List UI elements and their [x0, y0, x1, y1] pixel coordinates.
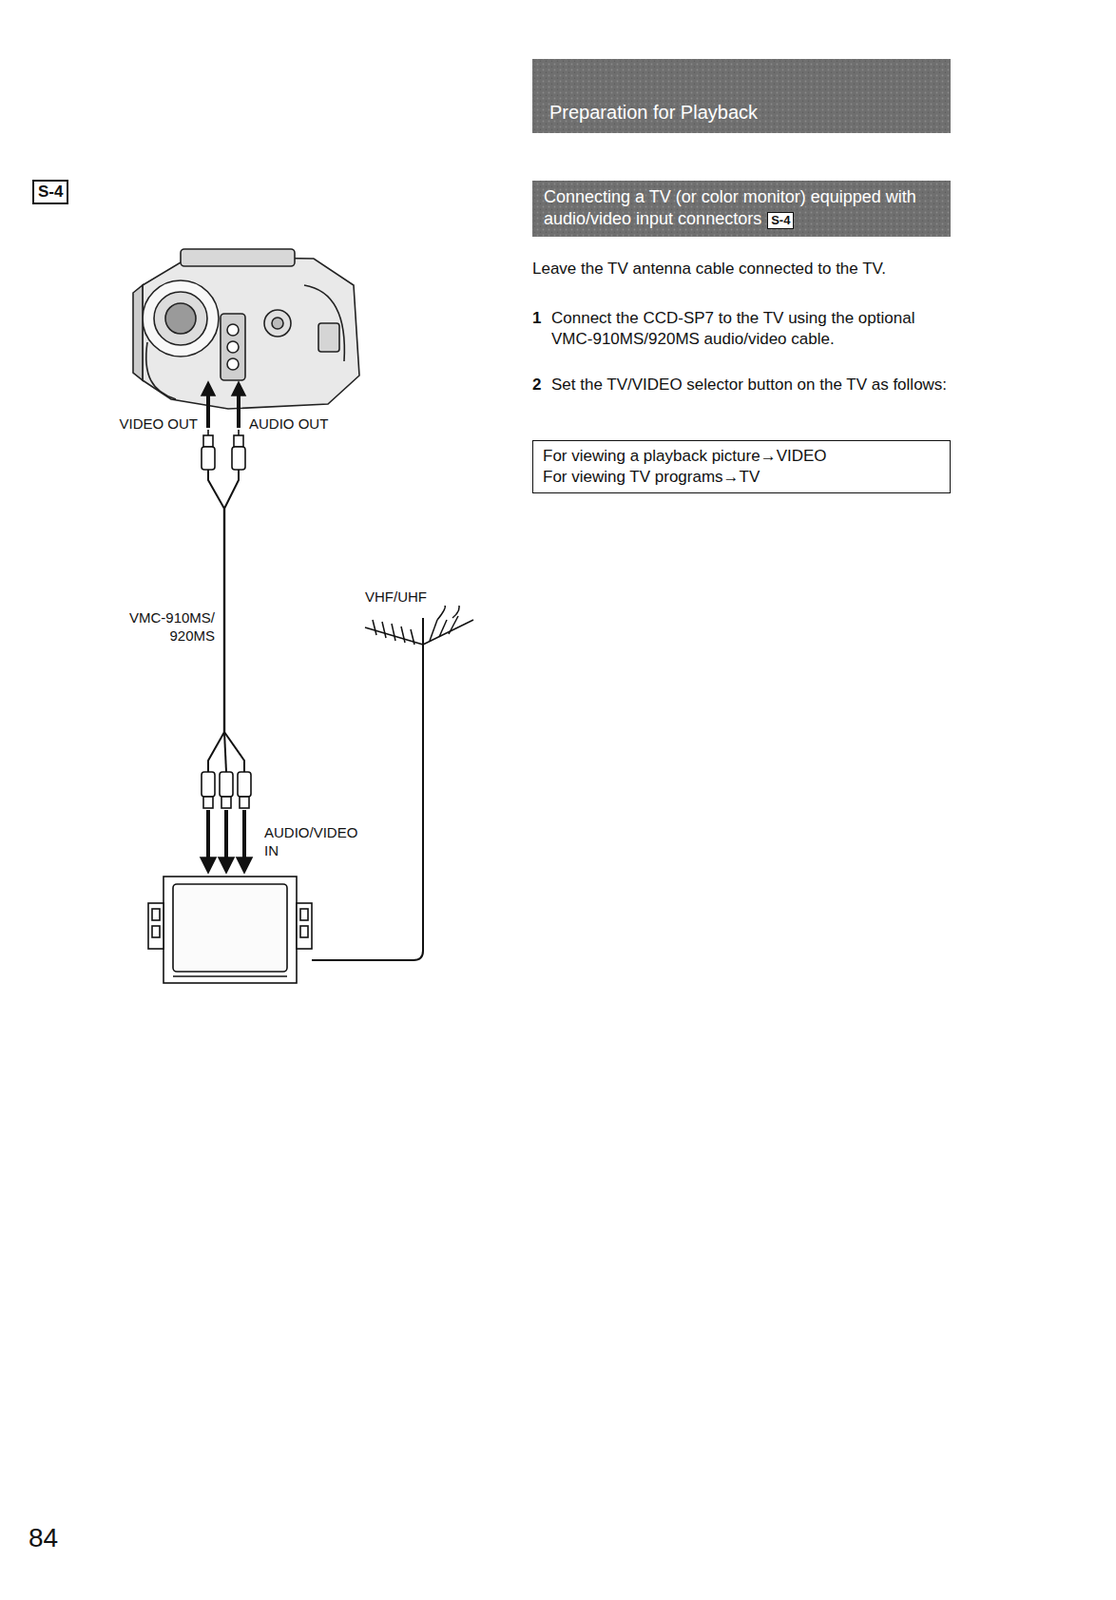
- tv-set: [148, 876, 312, 983]
- figure-tag: S-4: [32, 179, 69, 205]
- figure-tag: S-4: [767, 211, 794, 230]
- note-box: For viewing a playback picture→VIDEOFor …: [532, 440, 951, 494]
- antenna-label: VHF/UHF: [365, 587, 461, 606]
- body-text: Connect the CCD-SP7 to the TV using the …: [551, 307, 951, 350]
- node-text: For viewing TV programs→TV: [542, 466, 941, 488]
- step-number: 1: [532, 307, 548, 329]
- step-number: 2: [532, 374, 548, 396]
- heading-band: Connecting a TV (or color monitor) equip…: [532, 180, 951, 237]
- jack-label: AUDIO/VIDEO IN: [264, 823, 366, 860]
- camcorder: [133, 249, 360, 409]
- node-text: S-4: [770, 212, 790, 228]
- jack-label: AUDIO OUT: [249, 414, 364, 433]
- heading-band: [532, 180, 951, 237]
- cable-label: VMC-910MS/ 920MS: [114, 608, 215, 645]
- body-text: Set the TV/VIDEO selector button on the …: [551, 374, 951, 396]
- input-plugs: [200, 771, 252, 873]
- vhf-uhf-antenna: [311, 602, 474, 961]
- page-number: 84: [28, 1520, 105, 1556]
- node-text: Connecting a TV (or color monitor) equip…: [543, 187, 917, 229]
- jack-label: VIDEO OUT: [81, 414, 198, 433]
- node-text: For viewing a playback picture→VIDEO: [542, 445, 941, 467]
- node-text: S-4: [38, 182, 63, 201]
- body-text: Leave the TV antenna cable connected to …: [532, 258, 951, 280]
- title-band: [532, 58, 951, 134]
- section-title: Preparation for Playback: [549, 100, 758, 126]
- output-plugs: [201, 382, 246, 470]
